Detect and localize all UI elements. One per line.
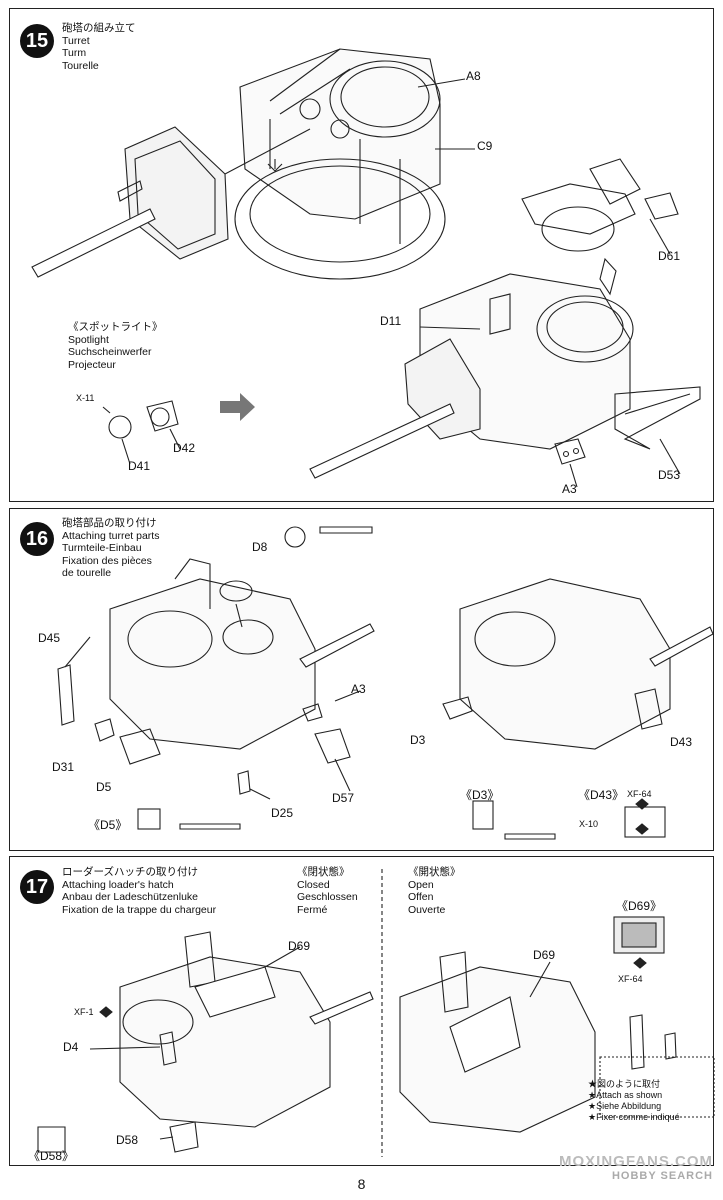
- paint-x10: X-10: [579, 819, 599, 829]
- callout-d58: 《D58》: [28, 1149, 75, 1163]
- part-label-a3: A3: [351, 682, 366, 696]
- part-label-x11: X-11: [76, 393, 95, 403]
- title-ja: 砲塔の組み立て: [62, 22, 136, 34]
- part-label-a3: A3: [562, 482, 577, 496]
- part-label-d31: D31: [52, 760, 75, 774]
- title-de: Turm: [62, 47, 87, 59]
- part-label-d69-open: D69: [533, 948, 556, 962]
- title-en: Turret: [62, 34, 90, 47]
- paint-xf1: XF-1: [74, 1007, 94, 1017]
- part-label-d5: D5: [96, 780, 112, 794]
- part-label-d61: D61: [658, 249, 681, 263]
- step-15-panel: 15 砲塔の組み立て Turret Turm Tourelle A8 C9 D6…: [9, 8, 714, 502]
- part-label-a8: A8: [466, 69, 481, 83]
- step-number-15: 15: [20, 24, 54, 58]
- part-label-d42: D42: [173, 441, 196, 455]
- part-label-d3: D3: [410, 733, 426, 747]
- part-label-d69-closed: D69: [288, 939, 311, 953]
- part-label-d43: D43: [670, 735, 693, 749]
- paint-xf64: XF-64: [627, 789, 652, 799]
- open-state-label: 《開状態》 Open Offen Ouverte: [408, 866, 461, 916]
- step-17-title: ローダーズハッチの取り付け Attaching loader's hatch A…: [62, 866, 217, 916]
- part-label-d58: D58: [116, 1133, 139, 1147]
- attach-note: ★図のように取付 ★Attach as shown ★Siehe Abbildu…: [588, 1079, 680, 1122]
- part-label-c9: C9: [477, 139, 493, 153]
- title-fr: Tourelle: [62, 59, 99, 72]
- part-label-d41: D41: [128, 459, 151, 473]
- part-label-d8: D8: [252, 540, 268, 554]
- part-label-d4: D4: [63, 1040, 79, 1054]
- spotlight-subtitle: 《スポットライト》 Spotlight Suchscheinwerfer Pro…: [68, 321, 163, 371]
- part-label-d57: D57: [332, 791, 355, 805]
- loaders-hatch-drawing: [37, 869, 715, 1157]
- part-label-d11: D11: [380, 314, 402, 328]
- step-number-17: 17: [20, 870, 54, 904]
- watermark: MOXINGFANS.COM HOBBY SEARCH: [558, 1153, 713, 1182]
- step-16-panel: 16 砲塔部品の取り付け Attaching turret parts Turm…: [9, 508, 714, 851]
- paint-xf64: XF-64: [618, 974, 643, 984]
- closed-state-label: 《閉状態》 Closed Geschlossen Fermé: [297, 866, 358, 916]
- callout-d69: 《D69》: [616, 899, 663, 913]
- step-15-title: 砲塔の組み立て Turret Turm Tourelle: [62, 22, 136, 72]
- part-label-d45: D45: [38, 631, 61, 645]
- part-label-d25: D25: [271, 806, 294, 820]
- step-number-16: 16: [20, 522, 54, 556]
- turret-assembly-drawing: [31, 48, 701, 488]
- step-17-panel: 17 ローダーズハッチの取り付け Attaching loader's hatc…: [9, 856, 715, 1166]
- step-16-title: 砲塔部品の取り付け Attaching turret parts Turmtei…: [62, 517, 160, 579]
- turret-parts-drawing: [57, 526, 714, 840]
- callout-d5: 《D5》: [88, 818, 128, 832]
- callout-d43: 《D43》: [578, 788, 625, 802]
- page-number: 8: [357, 1176, 366, 1192]
- part-label-d53: D53: [658, 468, 681, 482]
- callout-d3: 《D3》: [460, 788, 500, 802]
